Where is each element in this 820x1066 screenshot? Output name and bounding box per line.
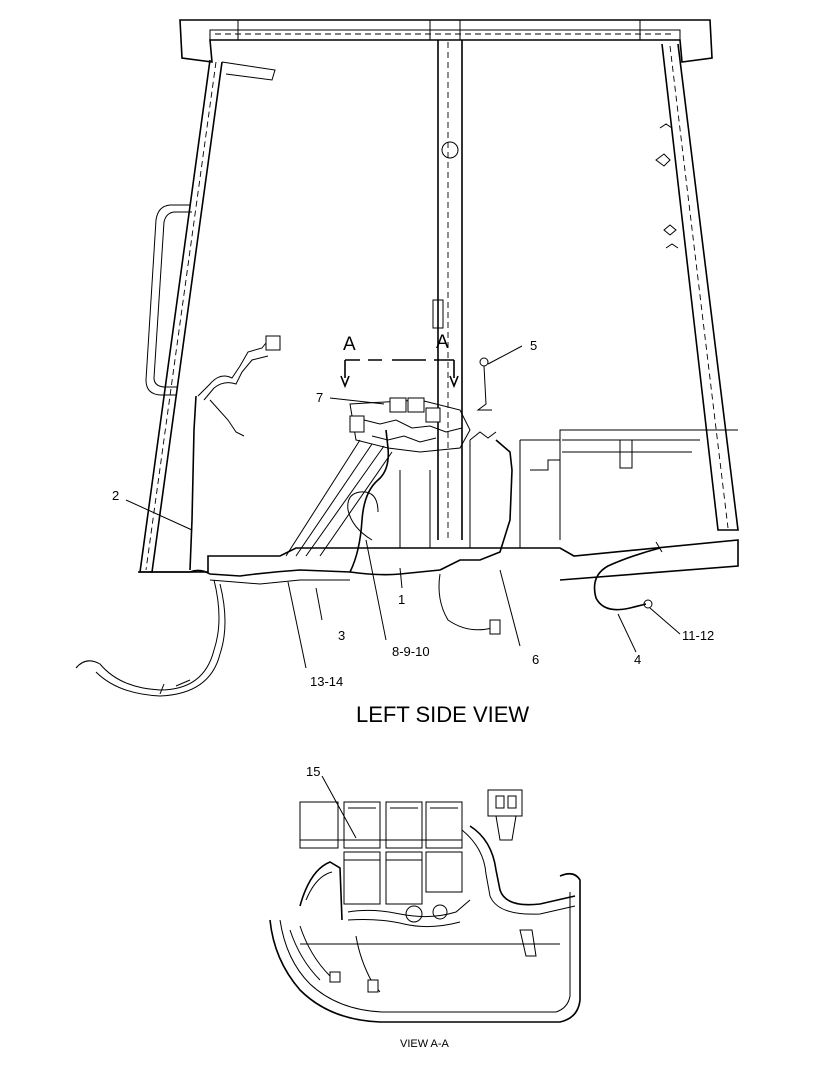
fuse-relay-block — [349, 357, 492, 453]
section-mark-right: A — [436, 332, 449, 353]
callout-1: 1 — [398, 592, 405, 607]
section-line — [340, 359, 459, 389]
section-mark-left: A — [343, 334, 356, 355]
callout-5: 5 — [530, 338, 537, 353]
main-view-title: LEFT SIDE VIEW — [356, 702, 529, 727]
callout-4: 4 — [634, 652, 641, 667]
callout-7: 7 — [316, 390, 323, 405]
callout-8-9-10: 8-9-10 — [392, 644, 430, 659]
wiring-harness — [75, 335, 663, 697]
callout-6: 6 — [532, 652, 539, 667]
view-a-a-detail — [269, 775, 581, 1023]
callout-15: 15 — [306, 764, 320, 779]
leader-lines — [125, 345, 681, 669]
callout-2: 2 — [112, 488, 119, 503]
callout-11-12: 11-12 — [682, 628, 714, 643]
callout-13-14: 13-14 — [310, 674, 343, 689]
callout-3: 3 — [338, 628, 345, 643]
detail-view-title: VIEW A-A — [400, 1038, 450, 1050]
cab-frame — [138, 19, 739, 581]
